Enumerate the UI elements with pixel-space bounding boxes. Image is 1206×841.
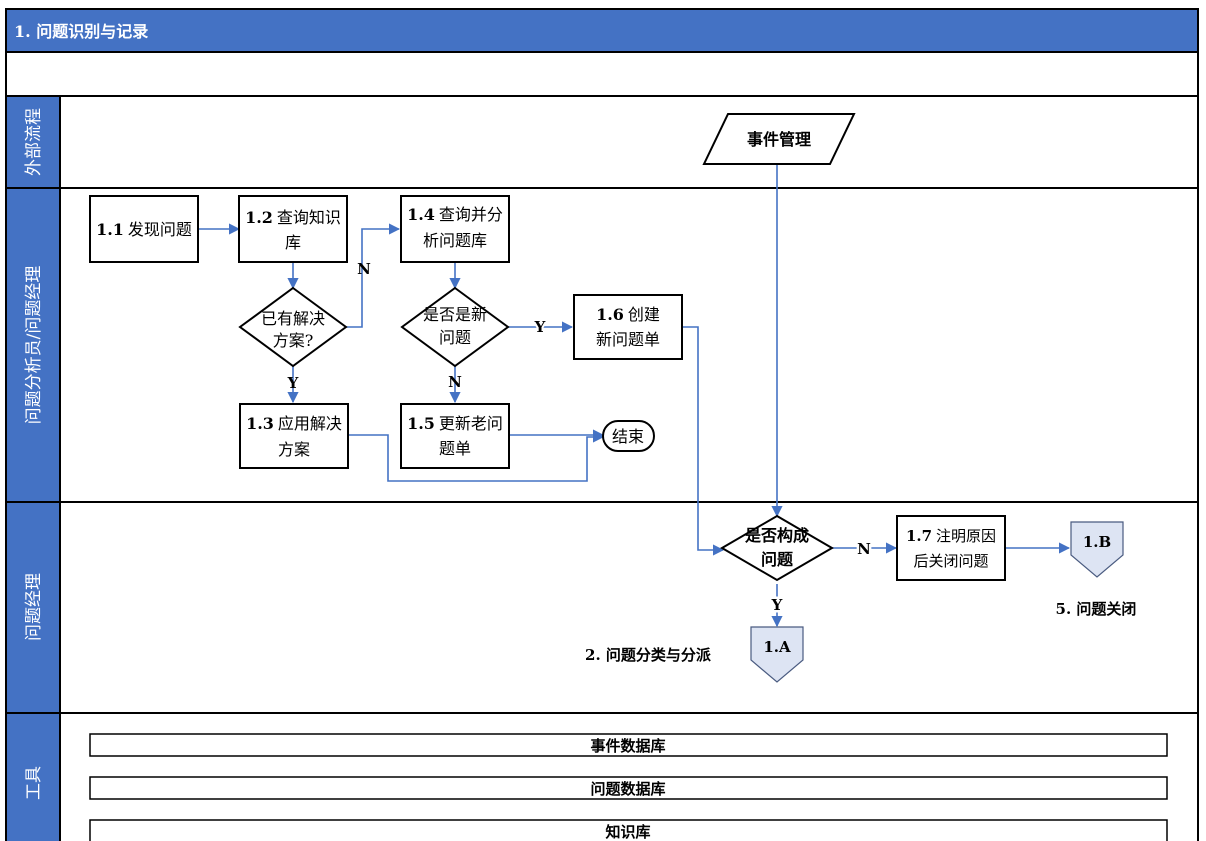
arrow-1-3-to-end: [348, 431, 605, 482]
step-1-4-box: [400, 195, 510, 263]
lane-label-bg-external: [5, 95, 61, 189]
lane-manager: [5, 501, 1199, 714]
lane-label-analyst: 问题分析员/问题经理: [24, 266, 44, 425]
label-y-2: Y: [534, 318, 546, 336]
header-title: 1. 问题识别与记录: [14, 22, 148, 41]
lane-label-bg-manager: [5, 501, 61, 714]
arrow-decision-to-1-4: [346, 223, 401, 328]
header-bar: [5, 8, 1199, 53]
label-y-1: Y: [287, 374, 299, 392]
blank-row: [5, 51, 1199, 97]
decision-new-problem: [400, 286, 510, 368]
connector-1-b-caption: 5. 问题关闭: [1056, 600, 1137, 618]
lane-label-external: 外部流程: [24, 108, 44, 176]
decision-existing-solution: [238, 286, 348, 368]
tool-bar-problem-db: [89, 776, 1168, 800]
step-1-1-box: [89, 195, 199, 263]
step-1-6-line2: 新问题单: [596, 330, 660, 349]
connector-1-a: [750, 626, 804, 683]
step-1-2-line2: 库: [285, 233, 301, 252]
step-1-7-box: [896, 515, 1006, 581]
label-n-3: N: [857, 540, 871, 558]
decision-new-problem-line2: 问题: [439, 328, 471, 347]
step-1-3-box: [239, 403, 349, 469]
decision-is-problem-line1: 是否构成: [744, 526, 809, 545]
arrow-1-6-to-problem-decision: [683, 326, 725, 556]
step-1-4-line2: 析问题库: [423, 231, 487, 250]
label-n-2: N: [448, 373, 462, 391]
tool-knowledge-base-label: 知识库: [605, 823, 650, 841]
step-1-2-box: [238, 195, 348, 263]
decision-is-problem: [720, 514, 834, 582]
lane-label-bg-tools: [5, 712, 61, 841]
connector-1-a-caption: 2. 问题分类与分派: [585, 646, 712, 664]
connector-1-b-label: 1.B: [1083, 533, 1111, 551]
connector-1-a-label: 1.A: [763, 638, 791, 656]
end-label: 结束: [612, 427, 644, 446]
label-n-1: N: [357, 260, 371, 278]
step-1-5-box: [400, 403, 510, 469]
tool-bar-event-db: [89, 733, 1168, 757]
tool-bar-knowledge-base: [89, 819, 1168, 841]
end-node: [602, 420, 655, 452]
connector-1-b: [1070, 521, 1124, 578]
step-1-3-line2: 方案: [278, 440, 310, 459]
lane-label-tools: 工具: [24, 766, 44, 800]
tool-event-db-label: 事件数据库: [590, 737, 665, 755]
decision-new-problem-line1: 是否是新: [423, 305, 487, 324]
event-management-label: 事件管理: [747, 130, 811, 149]
step-1-6-box: [573, 294, 683, 360]
lane-external: [5, 95, 1199, 189]
event-management-node: [702, 113, 856, 165]
label-y-3: Y: [771, 596, 783, 614]
step-1-5-line2: 题单: [439, 439, 471, 458]
step-1-7-line2: 后关闭问题: [913, 552, 988, 570]
tool-problem-db-label: 问题数据库: [590, 780, 665, 798]
lane-label-manager: 问题经理: [24, 573, 44, 641]
decision-existing-solution-line1: 已有解决: [261, 309, 325, 328]
decision-existing-solution-line2: 方案?: [273, 331, 314, 350]
decision-is-problem-line2: 问题: [761, 550, 794, 569]
lane-label-bg-analyst: [5, 187, 61, 503]
